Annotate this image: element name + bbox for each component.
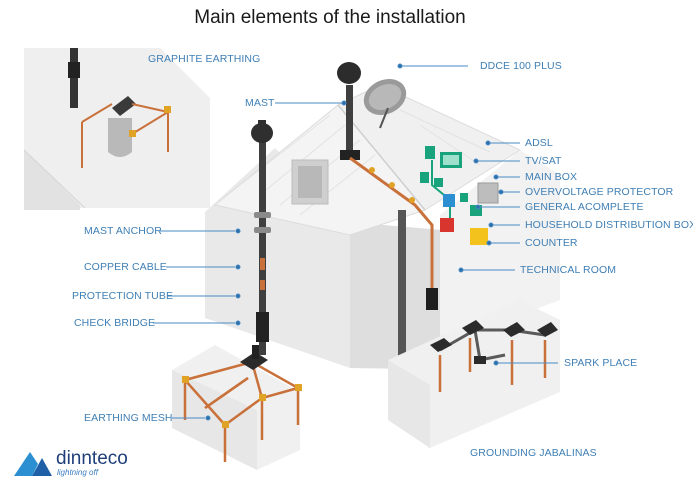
label-adsl: ADSL — [525, 137, 553, 149]
label-mast-anchor: MAST ANCHOR — [84, 225, 162, 237]
label-check-bridge: CHECK BRIDGE — [74, 317, 156, 329]
equipment-panel — [420, 146, 499, 245]
logo-brand: dinnteco — [56, 448, 128, 469]
label-tv-sat: TV/SAT — [525, 155, 562, 167]
mast-top — [337, 62, 361, 160]
label-ddce-100-plus: DDCE 100 PLUS — [480, 60, 562, 72]
copper-down-conductor — [349, 156, 438, 310]
label-copper-cable: COPPER CABLE — [84, 261, 167, 273]
grounding-rods — [388, 300, 560, 448]
mast-left — [251, 120, 273, 355]
label-graphite-earthing: GRAPHITE EARTHING — [148, 53, 261, 65]
label-protection-tube: PROTECTION TUBE — [72, 290, 174, 302]
dinnteco-logo-mark — [14, 452, 52, 476]
logo-tagline: lightning off — [57, 468, 98, 477]
label-overvoltage-protector: OVERVOLTAGE PROTECTOR — [525, 186, 674, 198]
label-technical-room: TECHNICAL ROOM — [520, 264, 617, 276]
label-mast: MAST — [245, 97, 275, 109]
leader-lines — [153, 63, 558, 421]
label-household-distribution-box: HOUSEHOLD DISTRIBUTION BOX — [525, 219, 693, 231]
label-grounding-jabalinas: GROUNDING JABALINAS — [470, 447, 597, 459]
label-general-acomplete: GENERAL ACOMPLETE — [525, 201, 644, 213]
label-earthing-mesh: EARTHING MESH — [84, 412, 173, 424]
label-counter: COUNTER — [525, 237, 578, 249]
page-title: Main elements of the installation — [194, 7, 466, 28]
label-spark-place: SPARK PLACE — [564, 357, 638, 369]
label-main-box: MAIN BOX — [525, 171, 578, 183]
house — [205, 84, 560, 370]
earthing-mesh — [172, 345, 302, 470]
graphite-earthing-inset — [23, 48, 210, 210]
satellite-dish — [363, 79, 407, 129]
